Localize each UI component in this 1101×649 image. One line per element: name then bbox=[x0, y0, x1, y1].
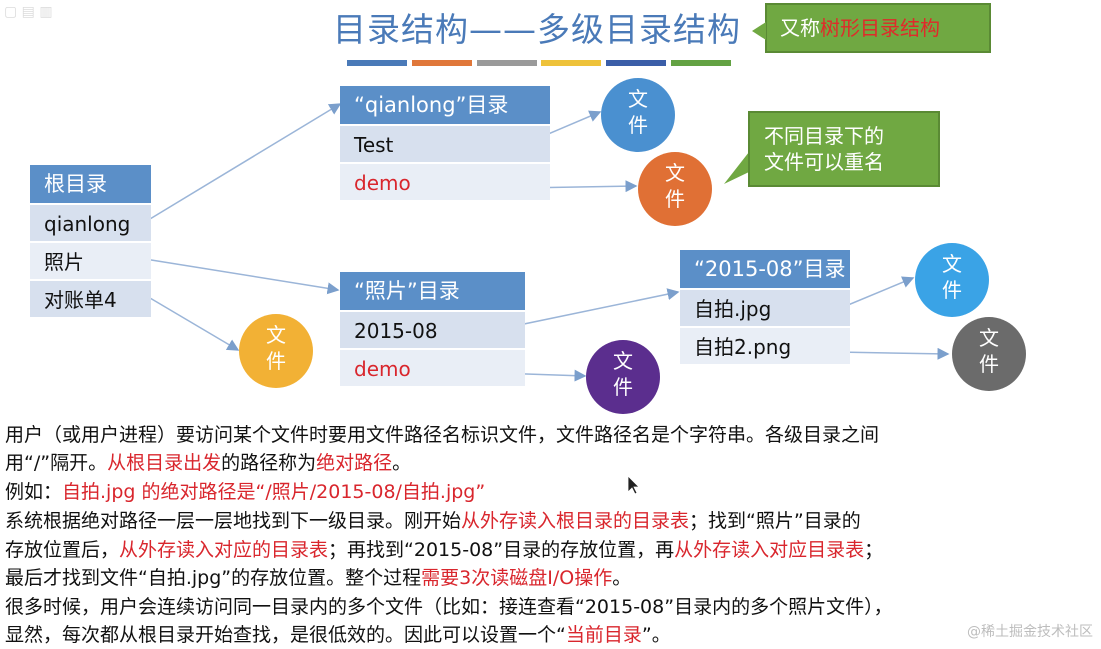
title-stripe-5 bbox=[606, 60, 666, 66]
paragraph-line-7: 很多时候，用户会连续访问同一目录内的多个文件（比如：接连查看“2015-08”目… bbox=[5, 593, 893, 621]
root-table-header: 根目录 bbox=[30, 165, 151, 203]
arrow-2015-to-date bbox=[494, 288, 680, 331]
file-label: 文件 bbox=[665, 161, 685, 211]
file-circle-blue: 文件 bbox=[601, 78, 675, 152]
paragraph-line-8: 显然，每次都从根目录开始查找，是很低效的。因此可以设置一个“当前目录”。 bbox=[5, 621, 671, 649]
file-label: 文件 bbox=[266, 323, 286, 373]
file-circle-purple: 文件 bbox=[586, 340, 660, 414]
highlight-text: 从根目录出发 bbox=[107, 452, 222, 474]
arrow-selfie2-to-file bbox=[835, 347, 950, 360]
highlight-text: 绝对路径 bbox=[316, 452, 393, 474]
paragraph-text: 。 bbox=[392, 452, 412, 474]
title-stripe-4 bbox=[541, 60, 601, 66]
file-label: 文件 bbox=[628, 87, 648, 137]
file-label: 文件 bbox=[613, 349, 633, 399]
file-circle-gray: 文件 bbox=[952, 317, 1026, 391]
photo-row-2015-08[interactable]: 2015-08 bbox=[340, 310, 525, 348]
qianlong-table-header: “qianlong”目录 bbox=[340, 86, 550, 124]
paragraph-line-5: 存放位置后，从外存读入对应的目录表；再找到“2015-08”目录的存放位置，再从… bbox=[5, 536, 883, 564]
photo-row-demo[interactable]: demo bbox=[340, 348, 525, 386]
paragraph-text: 很多时候，用户会连续访问同一目录内的多个文件（比如：接连查看“2015-08”目… bbox=[5, 596, 893, 618]
page-title: 目录结构——多级目录结构 bbox=[333, 10, 741, 49]
highlight-text: 自拍.jpg 的绝对路径是“/照片/2015-08/自拍.jpg” bbox=[62, 481, 486, 503]
corner-logo: ▢ ▤ ▥ bbox=[4, 4, 53, 20]
file-circle-yellow: 文件 bbox=[239, 314, 313, 388]
qianlong-row-demo[interactable]: demo bbox=[340, 162, 550, 200]
callout-same-name-line1: 不同目录下的 bbox=[764, 124, 884, 148]
paragraph-text: 显然，每次都从根目录开始查找，是很低效的。因此可以设置一个“ bbox=[5, 624, 566, 646]
paragraph-text: ； bbox=[864, 539, 884, 561]
highlight-text: 从外存读入对应的目录表 bbox=[119, 539, 329, 561]
root-row-statement[interactable]: 对账单4 bbox=[30, 279, 151, 317]
photo-table-header: “照片”目录 bbox=[340, 272, 525, 310]
root-directory-table: 根目录 qianlong 照片 对账单4 bbox=[30, 165, 151, 317]
paragraph-line-6: 最后才找到文件“自拍.jpg”的存放位置。整个过程需要3次读磁盘I/O操作。 bbox=[5, 564, 631, 592]
title-stripe-3 bbox=[477, 60, 537, 66]
arrow-root-to-qianlong bbox=[144, 103, 342, 223]
callout-same-name-line2: 文件可以重名 bbox=[764, 150, 884, 174]
date-row-selfie-jpg[interactable]: 自拍.jpg bbox=[680, 288, 850, 326]
arrow-root-to-file bbox=[149, 297, 240, 351]
paragraph-text: 存放位置后， bbox=[5, 539, 120, 561]
title-stripe-1 bbox=[347, 60, 407, 66]
paragraph-text: 例如： bbox=[5, 481, 63, 503]
watermark: @稀土掘金技术社区 bbox=[967, 624, 1093, 640]
file-circle-skyblue: 文件 bbox=[915, 243, 989, 317]
paragraph-text: ；再找到“2015-08”目录的存放位置，再 bbox=[328, 539, 675, 561]
paragraph-text: ；找到“照片”目录的 bbox=[689, 510, 861, 532]
paragraph-text: 用“/”隔开。 bbox=[5, 452, 108, 474]
highlight-text: 从外存读入根目录的目录表 bbox=[461, 510, 690, 532]
paragraph-text: ”。 bbox=[641, 624, 671, 646]
callout-tree-structure: 又称树形目录结构 bbox=[765, 3, 991, 53]
highlight-text: 需要3次读磁盘I/O操作 bbox=[421, 567, 613, 589]
file-label: 文件 bbox=[942, 252, 962, 302]
title-stripe-6 bbox=[671, 60, 731, 66]
date-table-header: “2015-08”目录 bbox=[680, 250, 850, 288]
paragraph-line-1: 用户（或用户进程）要访问某个文件时要用文件路径名标识文件，文件路径名是个字符串。… bbox=[5, 421, 879, 449]
paragraph-line-3: 例如：自拍.jpg 的绝对路径是“/照片/2015-08/自拍.jpg” bbox=[5, 478, 485, 506]
paragraph-line-4: 系统根据绝对路径一层一层地找到下一级目录。刚开始从外存读入根目录的目录表；找到“… bbox=[5, 507, 861, 535]
date-directory-table: “2015-08”目录 自拍.jpg 自拍2.png bbox=[680, 250, 850, 364]
qianlong-directory-table: “qianlong”目录 Test demo bbox=[340, 86, 550, 200]
paragraph-line-2: 用“/”隔开。从根目录出发的路径称为绝对路径。 bbox=[5, 449, 411, 477]
highlight-text: 当前目录 bbox=[565, 624, 642, 646]
paragraph-text: 的路径称为 bbox=[221, 452, 317, 474]
paragraph-text: 最后才找到文件“自拍.jpg”的存放位置。整个过程 bbox=[5, 567, 422, 589]
callout-tree-prefix: 又称 bbox=[780, 16, 820, 40]
photo-directory-table: “照片”目录 2015-08 demo bbox=[340, 272, 525, 386]
date-row-selfie2-png[interactable]: 自拍2.png bbox=[680, 326, 850, 364]
file-label: 文件 bbox=[979, 326, 999, 376]
paragraph-text: 。 bbox=[612, 567, 632, 589]
paragraph-text: 系统根据绝对路径一层一层地找到下一级目录。刚开始 bbox=[5, 510, 462, 532]
root-row-photos[interactable]: 照片 bbox=[30, 241, 151, 279]
qianlong-row-test[interactable]: Test bbox=[340, 124, 550, 162]
title-stripe-2 bbox=[412, 60, 472, 66]
arrow-root-to-photo bbox=[144, 258, 340, 295]
file-circle-orange: 文件 bbox=[638, 152, 712, 226]
callout-same-name: 不同目录下的 文件可以重名 bbox=[748, 111, 940, 187]
highlight-text: 从外存读入对应目录表 bbox=[674, 539, 865, 561]
paragraph-text: 用户（或用户进程）要访问某个文件时要用文件路径名标识文件，文件路径名是个字符串。… bbox=[5, 424, 880, 446]
callout-tree-highlight: 树形目录结构 bbox=[820, 16, 940, 40]
root-row-qianlong[interactable]: qianlong bbox=[30, 203, 151, 241]
